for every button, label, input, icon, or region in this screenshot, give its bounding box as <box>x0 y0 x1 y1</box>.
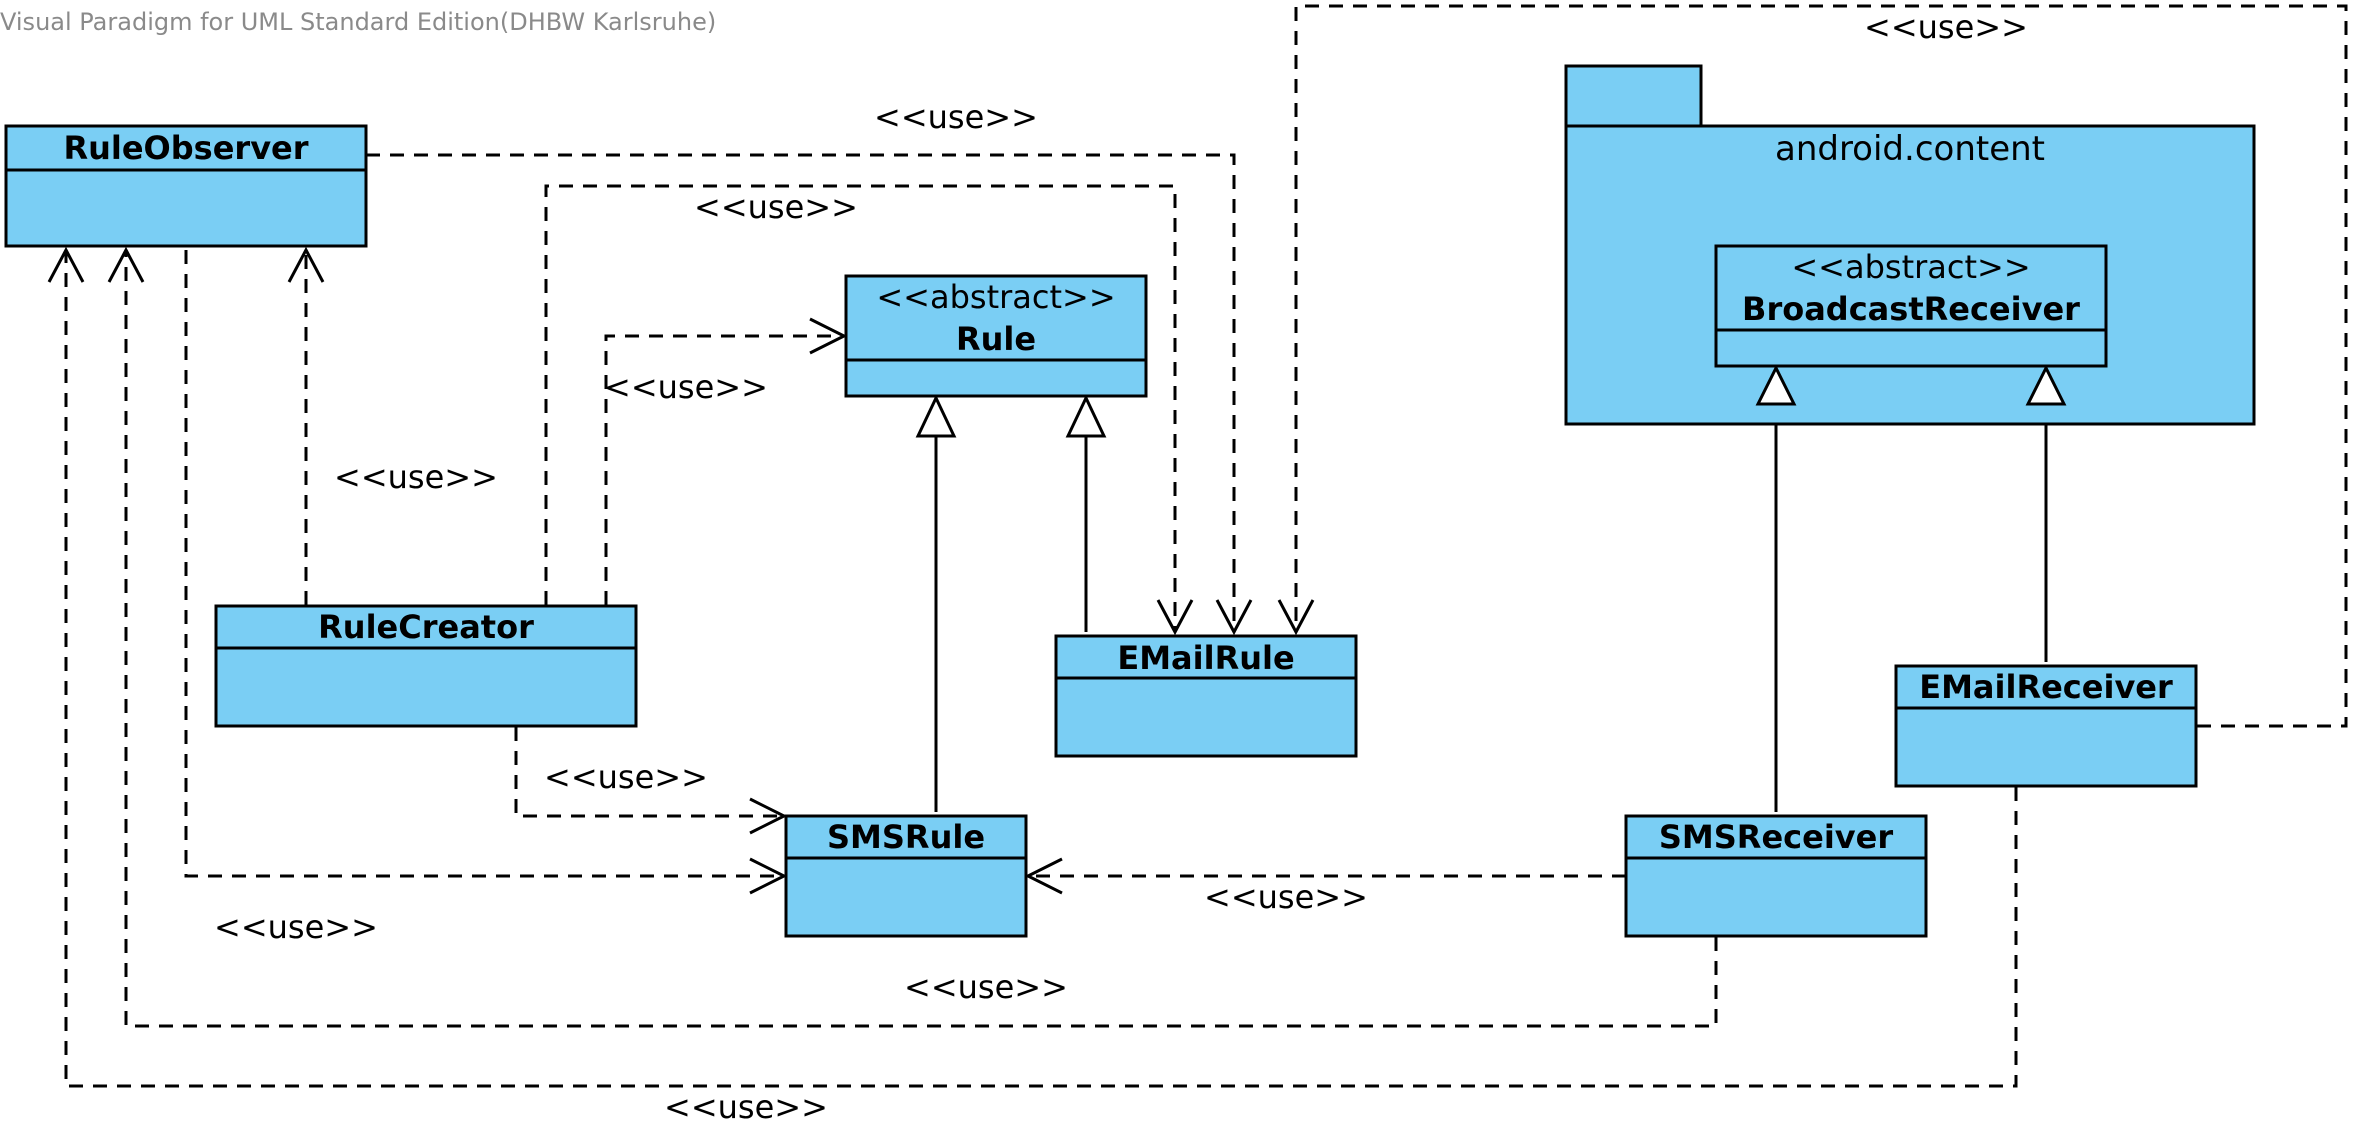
dep-smsreceiver-ruleobserver <box>124 250 1718 1028</box>
dep-head-emailrule-3 <box>1277 599 1315 636</box>
dep-ruleobserver-emailrule <box>366 153 1236 630</box>
class-name: RuleObserver <box>63 129 308 167</box>
dep-head-smsrule-1 <box>749 797 788 835</box>
gen-head-smsrule <box>915 394 957 438</box>
class-emailreceiver[interactable]: EMailReceiver <box>1894 664 2198 788</box>
gen-head-emailreceiver <box>2025 364 2067 406</box>
dep-head-ruleobserver-3 <box>47 246 85 283</box>
use-label: <<use>> <box>544 758 708 796</box>
class-emailrule[interactable]: EMailRule <box>1054 634 1358 758</box>
dep-rulecreator-rule <box>604 334 840 605</box>
dependency-labels: <<use>> <<use>> <<use>> <<use>> <<use>> … <box>214 8 2028 1126</box>
dep-emailreceiver-emailrule <box>1294 4 2348 728</box>
class-name: EMailReceiver <box>1919 668 2173 706</box>
use-label: <<use>> <box>604 368 768 406</box>
use-label: <<use>> <box>1864 8 2028 46</box>
class-smsrule[interactable]: SMSRule <box>784 814 1028 938</box>
use-label: <<use>> <box>334 458 498 496</box>
dep-head-ruleobserver-2 <box>107 246 145 283</box>
dependency-heads <box>47 246 1315 895</box>
class-name: BroadcastReceiver <box>1742 290 2080 328</box>
class-name: SMSRule <box>827 818 985 856</box>
use-label: <<use>> <box>214 908 378 946</box>
gen-head-smsreceiver <box>1755 364 1797 406</box>
class-stereotype: <<abstract>> <box>1791 248 2030 286</box>
class-ruleobserver[interactable]: RuleObserver <box>4 124 368 248</box>
class-name: SMSReceiver <box>1659 818 1893 856</box>
use-label: <<use>> <box>874 98 1038 136</box>
class-name: Rule <box>956 320 1036 358</box>
use-label: <<use>> <box>664 1088 828 1126</box>
dep-rulecreator-emailrule <box>544 184 1177 630</box>
use-label: <<use>> <box>694 188 858 226</box>
class-name: EMailRule <box>1117 639 1294 677</box>
dependency-lines <box>64 4 2348 1088</box>
generalization-lines <box>934 404 2048 812</box>
class-rule[interactable]: <<abstract>> Rule <box>844 274 1148 398</box>
generalization-heads <box>915 364 2067 438</box>
dep-rulecreator-smsrule <box>514 727 780 818</box>
window-title: Visual Paradigm for UML Standard Edition… <box>0 8 716 36</box>
class-stereotype: <<abstract>> <box>876 278 1115 316</box>
dep-head-smsrule-2 <box>749 857 788 895</box>
use-label: <<use>> <box>904 968 1068 1006</box>
use-label: <<use>> <box>1204 878 1368 916</box>
dep-head-ruleobserver-1 <box>287 246 325 283</box>
package-name: android.content <box>1775 129 2045 169</box>
dep-emailreceiver-ruleobserver <box>64 250 2018 1088</box>
class-smsreceiver[interactable]: SMSReceiver <box>1624 814 1928 938</box>
dep-head-emailrule-2 <box>1215 599 1253 636</box>
dep-head-smsrule-3 <box>1024 857 1063 895</box>
class-broadcastreceiver[interactable]: <<abstract>> BroadcastReceiver <box>1714 244 2108 368</box>
class-name: RuleCreator <box>318 608 534 646</box>
class-rulecreator[interactable]: RuleCreator <box>214 604 638 728</box>
dep-head-emailrule-1 <box>1156 599 1194 636</box>
gen-head-emailrule <box>1065 394 1107 438</box>
package-tab <box>1564 64 1703 128</box>
dep-ruleobserver-smsrule <box>184 250 780 878</box>
dep-head-rule <box>809 317 848 355</box>
